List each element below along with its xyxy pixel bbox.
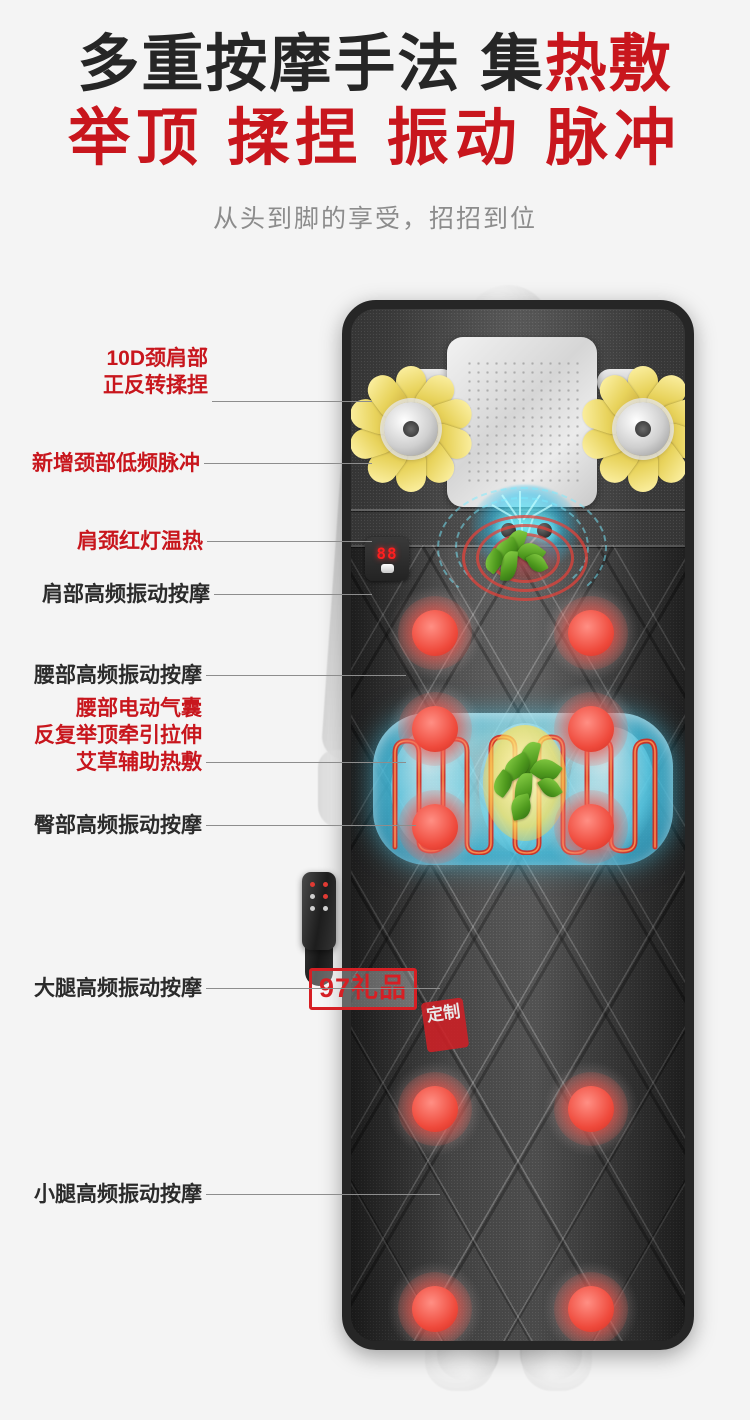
red-light-therapy-zone <box>461 515 589 601</box>
mattress-quilt-pattern <box>351 545 685 1341</box>
vibration-node <box>543 585 639 681</box>
page-subtitle: 从头到脚的享受，招招到位 <box>212 205 537 233</box>
leader-line-shoulder-vibration <box>214 594 372 595</box>
remote-button-4[interactable] <box>323 894 328 899</box>
red-light-ring-mid <box>476 524 574 592</box>
remote-button-6[interactable] <box>323 906 328 911</box>
callout-shoulder-vibration-line1: 肩部高频振动按摩 <box>42 583 210 606</box>
display-knob[interactable] <box>381 564 394 573</box>
vibration-node <box>543 779 639 875</box>
vibration-core <box>412 804 458 850</box>
vibration-core <box>568 1286 614 1332</box>
vibration-node <box>543 1261 639 1341</box>
callout-neck-shoulder-knead-line1: 10D颈肩部 <box>106 347 208 370</box>
vibration-core <box>412 1086 458 1132</box>
vibration-node <box>543 681 639 777</box>
red-light-ring-outer <box>462 515 588 601</box>
pulse-arc <box>437 487 607 609</box>
seal-char-1: 定制 <box>425 1001 462 1026</box>
remote-button-1[interactable] <box>310 882 315 887</box>
vibration-core <box>568 804 614 850</box>
leader-line-hip-vibration <box>206 825 416 826</box>
callout-lumbar-airbag-line2: 反复举顶牵引拉伸 <box>34 724 202 747</box>
vibration-node <box>387 779 483 875</box>
page-title-line-1: 多重按摩手法 集热敷 <box>0 28 750 102</box>
vibration-core <box>568 610 614 656</box>
page-title-line-2: 举顶 揉捏 振动 脉冲 <box>68 104 682 173</box>
remote-button-3[interactable] <box>310 894 315 899</box>
kneading-roller-right <box>578 365 685 493</box>
custom-seal-stamp: 定制 <box>420 997 470 1053</box>
neck-unit-perforation <box>465 359 579 485</box>
roller-hub <box>384 402 438 456</box>
neck-massager-unit <box>447 337 597 507</box>
vibration-node <box>543 1061 639 1157</box>
remote-control[interactable] <box>302 872 336 950</box>
leader-line-lumbar-airbag <box>206 762 406 763</box>
leader-line-neck-shoulder-knead <box>212 401 372 402</box>
callout-hip-vibration-line1: 臀部高频振动按摩 <box>34 814 202 837</box>
vibration-core <box>412 706 458 752</box>
vibration-node <box>387 1061 483 1157</box>
remote-button-2[interactable] <box>323 882 328 887</box>
leader-line-thigh-vibration <box>206 988 440 989</box>
leader-line-waist-vibration <box>206 675 406 676</box>
vibration-node <box>387 681 483 777</box>
vibration-core <box>568 1086 614 1132</box>
header: 多重按摩手法 集热敷 举顶 揉捏 振动 脉冲 从头到脚的享受，招招到位 <box>0 0 750 236</box>
kneading-roller-left <box>351 365 476 493</box>
remote-button-5[interactable] <box>310 906 315 911</box>
leader-line-calf-vibration <box>206 1194 440 1195</box>
display-digits: 88 <box>376 544 398 563</box>
title-red-part: 热敷 <box>544 30 673 99</box>
leader-line-shoulder-neck-red-light <box>207 541 372 542</box>
callout-neck-shoulder-knead-line2: 正反转揉捏 <box>103 374 208 397</box>
vibration-core <box>568 706 614 752</box>
title-black-part: 多重按摩手法 集 <box>77 30 545 99</box>
callout-lumbar-airbag-line3: 艾草辅助热敷 <box>76 751 202 774</box>
watermark: 97礼品 <box>309 968 418 1010</box>
vibration-core <box>412 610 458 656</box>
leader-line-neck-low-freq-pulse <box>204 463 372 464</box>
callout-shoulder-neck-red-light-line1: 肩颈红灯温热 <box>77 530 203 553</box>
callout-waist-vibration-line1: 腰部高频振动按摩 <box>34 664 202 687</box>
callout-neck-low-freq-pulse-line1: 新增颈部低频脉冲 <box>32 452 200 475</box>
vibration-node <box>387 1261 483 1341</box>
mattress-shading <box>351 545 685 1341</box>
vibration-core <box>412 1286 458 1332</box>
vibration-node <box>387 585 483 681</box>
callout-lumbar-airbag-line1: 腰部电动气囊 <box>76 697 202 720</box>
roller-hub <box>616 402 670 456</box>
callout-calf-vibration-line1: 小腿高频振动按摩 <box>34 1183 202 1206</box>
control-display[interactable]: 88 <box>365 537 409 581</box>
callout-thigh-vibration-line1: 大腿高频振动按摩 <box>34 977 202 1000</box>
